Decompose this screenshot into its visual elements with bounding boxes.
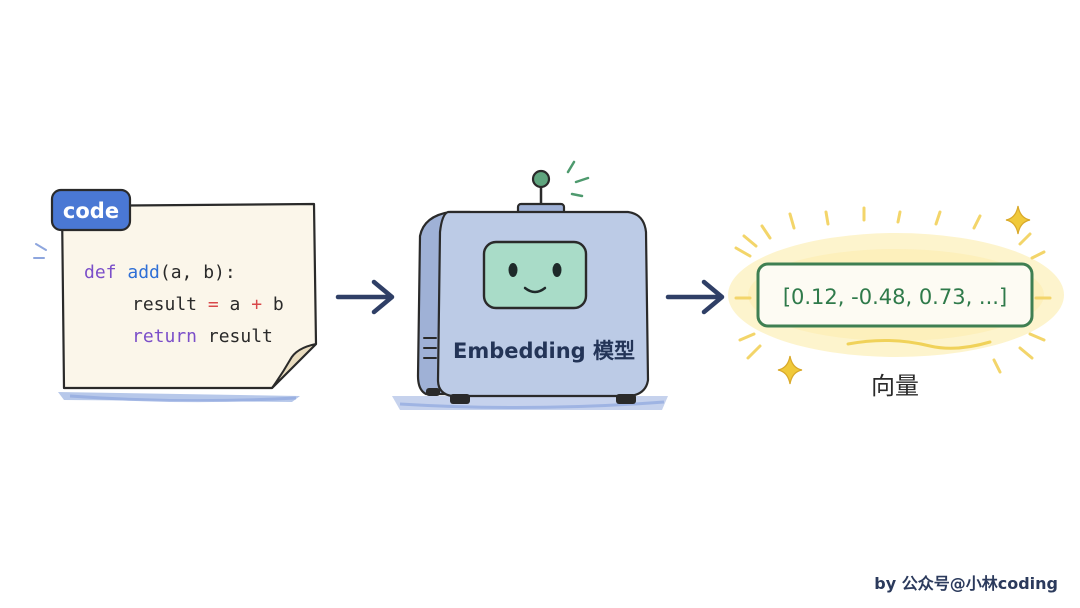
arrow-model-to-vector <box>665 279 725 315</box>
code-card-shadow-stroke <box>69 394 297 403</box>
model-label: Embedding 模型 <box>453 339 635 363</box>
robot-shadow-stroke <box>399 400 665 410</box>
code-paper-curl <box>271 343 317 389</box>
code-line-1: def add(a, b): <box>84 262 236 283</box>
code-token: result <box>132 294 208 315</box>
code-tag-label: code <box>63 199 119 223</box>
code-tag <box>50 188 132 232</box>
robot-eye-right <box>552 263 562 277</box>
author-credit: by 公众号@小林coding <box>874 574 1058 593</box>
code-token: result <box>208 326 273 347</box>
vector-box <box>756 262 1034 328</box>
robot-foot-left <box>450 394 470 404</box>
code-token: (a, b): <box>160 262 236 283</box>
sparkle-icon <box>1005 205 1031 235</box>
arrow-code-to-model <box>335 279 395 315</box>
embedding-model-robot: Embedding 模型 <box>392 160 668 410</box>
code-token: def <box>84 262 127 283</box>
sparkle-icon <box>777 355 803 385</box>
robot-screen <box>482 240 588 310</box>
robot-antenna-ball <box>531 169 551 189</box>
code-token: a <box>219 294 252 315</box>
robot-foot-right <box>616 394 636 404</box>
code-token: + <box>251 294 262 315</box>
robot-vents <box>423 337 437 359</box>
vector-underline <box>846 338 992 350</box>
code-token: = <box>208 294 219 315</box>
vector-rays <box>734 206 1052 374</box>
code-card-mark <box>33 243 47 259</box>
code-card: code def add(a, b): result = a + b retur… <box>33 188 318 403</box>
robot-eye-left <box>508 263 518 277</box>
code-line-3: return result <box>132 326 273 347</box>
robot-smile <box>523 286 547 294</box>
code-token: add <box>127 262 160 283</box>
vector-value: [0.12, -0.48, 0.73, ...] <box>783 285 1007 309</box>
robot-foot-back <box>426 388 440 396</box>
vector-output: [0.12, -0.48, 0.73, ...] 向量 <box>728 205 1064 400</box>
vector-caption: 向量 <box>871 372 919 400</box>
code-line-2: result = a + b <box>132 294 284 315</box>
code-token: b <box>262 294 284 315</box>
code-token: return <box>132 326 208 347</box>
robot-signal-marks <box>566 160 590 198</box>
